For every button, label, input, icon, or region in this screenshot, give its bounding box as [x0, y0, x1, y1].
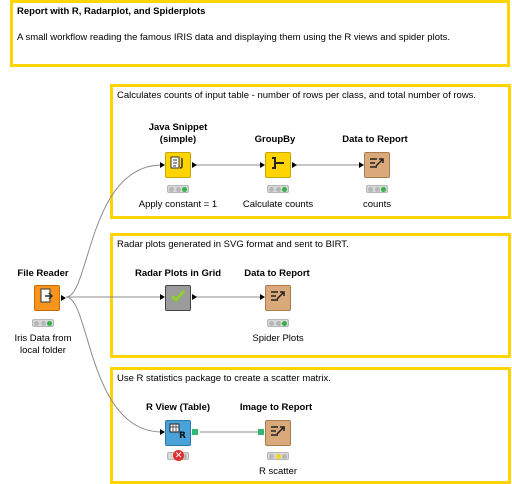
file-reader-title: File Reader	[17, 268, 69, 279]
image-report-icon	[270, 424, 286, 443]
group-bracket-icon	[270, 156, 286, 175]
file-reader-label-1: Iris Data from	[14, 333, 72, 344]
image-to-report-label: R scatter	[258, 466, 297, 477]
edge-filereader-rview	[65, 296, 163, 433]
java-code-icon	[170, 155, 186, 176]
edge-filereader-javasnippet	[65, 164, 163, 298]
scatter-annotation-text: Use R statistics package to create a sca…	[117, 373, 331, 384]
svg-text:R: R	[179, 431, 186, 439]
error-x-icon: ✕	[173, 450, 184, 461]
image-to-report-status	[267, 452, 289, 460]
r-view-input-port[interactable]	[160, 429, 165, 435]
counts-annotation-text: Calculates counts of input table - numbe…	[117, 90, 477, 101]
report-arrow-icon	[369, 156, 385, 175]
image-to-report-input-port[interactable]	[258, 429, 264, 435]
file-reader-label-2: local folder	[20, 345, 66, 356]
check-mark-icon	[170, 289, 186, 308]
java-snippet-node[interactable]	[165, 152, 191, 178]
data-to-report-1-node[interactable]	[364, 152, 390, 178]
java-snippet-label: Apply constant = 1	[138, 199, 218, 210]
counts-annotation[interactable]: Calculates counts of input table - numbe…	[110, 84, 511, 219]
groupby-status	[267, 185, 289, 193]
r-view-title: R View (Table)	[145, 402, 211, 413]
data-to-report-1-status	[366, 185, 388, 193]
java-snippet-title-1: Java Snippet	[148, 122, 208, 133]
radar-plots-input-port[interactable]	[160, 294, 165, 300]
image-to-report-node[interactable]	[265, 420, 291, 446]
file-reader-node[interactable]	[34, 285, 60, 311]
radar-plots-node[interactable]	[165, 285, 191, 311]
data-to-report-2-status	[267, 319, 289, 327]
data-to-report-1-input-port[interactable]	[359, 162, 364, 168]
java-snippet-input-port[interactable]	[160, 162, 165, 168]
header-annotation[interactable]: Report with R, Radarplot, and Spiderplot…	[10, 0, 510, 67]
workflow-title: Report with R, Radarplot, and Spiderplot…	[17, 6, 206, 17]
data-to-report-2-node[interactable]	[265, 285, 291, 311]
file-reader-output-port[interactable]	[61, 295, 66, 301]
java-snippet-status	[167, 185, 189, 193]
r-view-image-output-port[interactable]	[192, 429, 198, 435]
image-to-report-title: Image to Report	[239, 402, 313, 413]
data-to-report-1-label: counts	[363, 199, 391, 210]
groupby-title: GroupBy	[254, 134, 296, 145]
status-green-light	[46, 320, 52, 326]
file-arrow-icon	[40, 288, 54, 309]
data-to-report-2-title: Data to Report	[244, 268, 310, 279]
r-view-status: ✕	[167, 450, 189, 461]
file-reader-status	[32, 319, 54, 327]
groupby-label: Calculate counts	[242, 199, 314, 210]
r-table-icon: R	[169, 423, 187, 444]
groupby-output-port[interactable]	[292, 162, 297, 168]
radar-annotation-text: Radar plots generated in SVG format and …	[117, 239, 349, 250]
groupby-input-port[interactable]	[260, 162, 265, 168]
radar-plots-output-port[interactable]	[192, 294, 197, 300]
java-snippet-output-port[interactable]	[192, 162, 197, 168]
radar-plots-title: Radar Plots in Grid	[134, 268, 222, 279]
report-arrow-icon	[270, 289, 286, 308]
data-to-report-2-input-port[interactable]	[260, 294, 265, 300]
groupby-node[interactable]	[265, 152, 291, 178]
workflow-description: A small workflow reading the famous IRIS…	[17, 32, 451, 43]
data-to-report-2-label: Spider Plots	[252, 333, 304, 344]
data-to-report-1-title: Data to Report	[342, 134, 408, 145]
r-view-node[interactable]: R	[165, 420, 191, 446]
java-snippet-title-2: (simple)	[159, 134, 197, 145]
status-yellow-light	[275, 453, 281, 459]
